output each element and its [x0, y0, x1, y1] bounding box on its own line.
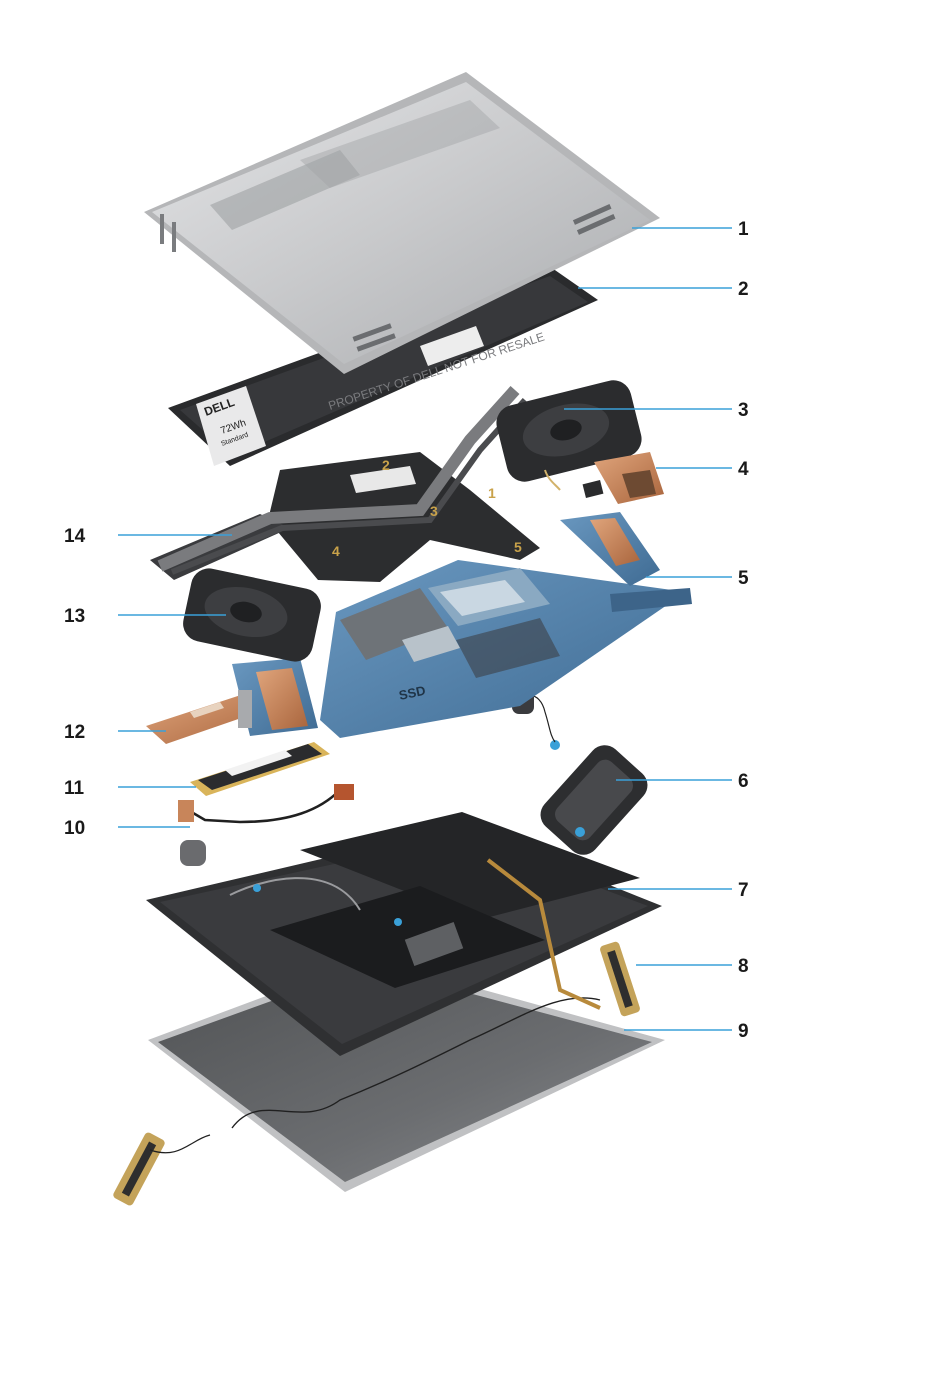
system-board-io-section	[560, 512, 660, 586]
ssd-module	[190, 742, 330, 796]
heatsink-mark-1: 1	[488, 485, 496, 501]
callout-13: 13	[64, 606, 85, 627]
callout-7: 7	[738, 880, 749, 901]
callout-12: 12	[64, 722, 85, 743]
callout-14: 14	[64, 526, 86, 547]
callout-1: 1	[738, 219, 749, 240]
heatsink-mark-2: 2	[382, 457, 390, 473]
system-board: SSD	[320, 560, 692, 738]
callout-11: 11	[64, 778, 85, 799]
speaker-right	[512, 684, 654, 861]
callout-5: 5	[738, 568, 749, 589]
io-board-left	[232, 658, 318, 736]
base-cover	[144, 72, 660, 374]
callout-4: 4	[738, 459, 749, 480]
callout-9: 9	[738, 1021, 749, 1042]
heatsink-mark-3: 3	[430, 503, 438, 519]
heatsink-mark-4: 4	[332, 543, 340, 559]
heatsink-mark-5: 5	[514, 539, 522, 555]
callout-2: 2	[738, 279, 749, 300]
antenna-bracket-right	[599, 941, 641, 1018]
callout-10: 10	[64, 818, 85, 839]
callout-6: 6	[738, 771, 749, 792]
antenna-bracket-left	[112, 1131, 210, 1207]
callout-3: 3	[738, 400, 749, 421]
callout-8: 8	[738, 956, 749, 977]
